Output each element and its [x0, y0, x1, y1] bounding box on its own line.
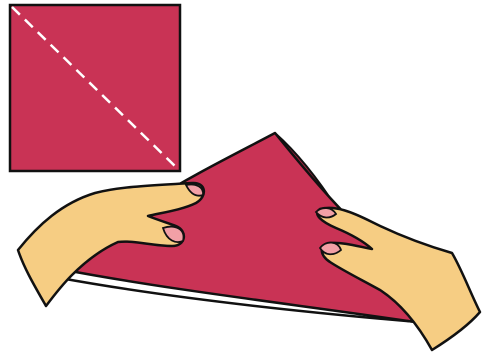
- step1-square-paper: [10, 5, 180, 171]
- right-index-nail: [320, 243, 341, 255]
